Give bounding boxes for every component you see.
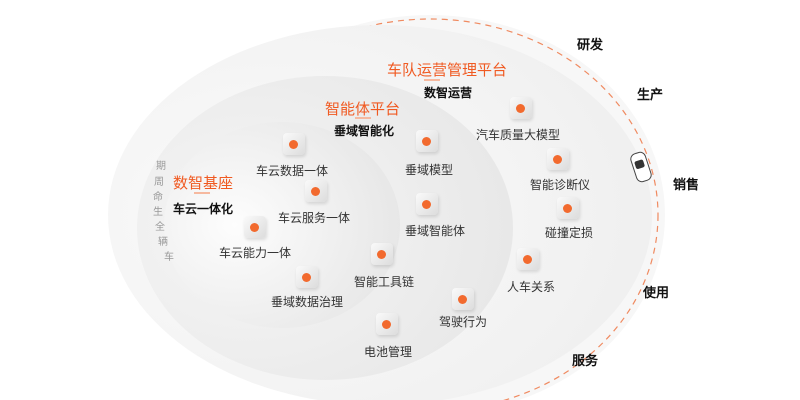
car-cloud-data-icon: [283, 133, 305, 155]
battery-icon: [376, 313, 398, 335]
stage-service: 服务: [572, 354, 599, 369]
item-label: 智能工具链: [354, 275, 415, 289]
layer-title-agent: 智能体平台: [325, 100, 401, 118]
item-label: 电池管理: [364, 345, 413, 359]
item-label: 驾驶行为: [439, 315, 488, 329]
item-label: 智能诊断仪: [530, 178, 591, 192]
domain-agent-icon: [416, 193, 438, 215]
road-dashes: [201, 18, 659, 400]
stage-usage: 使用: [643, 286, 670, 301]
lifecycle-char: 辆: [158, 237, 168, 248]
lifecycle-char: 期: [156, 161, 166, 172]
quality-model-icon: [510, 97, 532, 119]
stage-rd: 研发: [577, 38, 604, 53]
collision-icon: [557, 197, 579, 219]
stage-sales: 销售: [673, 178, 700, 193]
layer-subtitle-base: 车云一体化: [173, 202, 234, 216]
item-label: 车云服务一体: [278, 211, 351, 225]
item-label: 汽车质量大模型: [476, 128, 561, 142]
layer-title-base: 数智基座: [173, 174, 234, 192]
driving-icon: [452, 288, 474, 310]
lifecycle-char: 周: [154, 177, 164, 188]
ring-data-base: [164, 122, 400, 328]
lifecycle-char: 命: [153, 192, 163, 203]
domain-model-icon: [416, 130, 438, 152]
lifecycle-char: 生: [153, 207, 163, 218]
item-label: 垂域模型: [405, 163, 454, 177]
item-label: 车云数据一体: [256, 164, 329, 178]
car-cloud-capability-icon: [244, 216, 266, 238]
lifecycle-char: 全: [155, 222, 165, 233]
item-label: 垂域智能体: [405, 224, 466, 238]
item-label: 车云能力一体: [219, 246, 292, 260]
diagnostic-icon: [547, 148, 569, 170]
stage-production: 生产: [637, 88, 664, 103]
toolchain-icon: [371, 243, 393, 265]
layer-title-fleet: 车队运营管理平台: [387, 61, 508, 79]
layer-subtitle-agent: 垂域智能化: [334, 124, 395, 138]
item-label: 垂域数据治理: [271, 295, 344, 309]
item-label: 碰撞定损: [545, 226, 594, 240]
car-cloud-service-icon: [305, 180, 327, 202]
person-car-icon: [517, 248, 539, 270]
item-label: 人车关系: [507, 280, 556, 294]
lifecycle-char: 车: [164, 252, 174, 263]
layer-subtitle-fleet: 数智运营: [424, 86, 473, 100]
data-governance-icon: [296, 266, 318, 288]
